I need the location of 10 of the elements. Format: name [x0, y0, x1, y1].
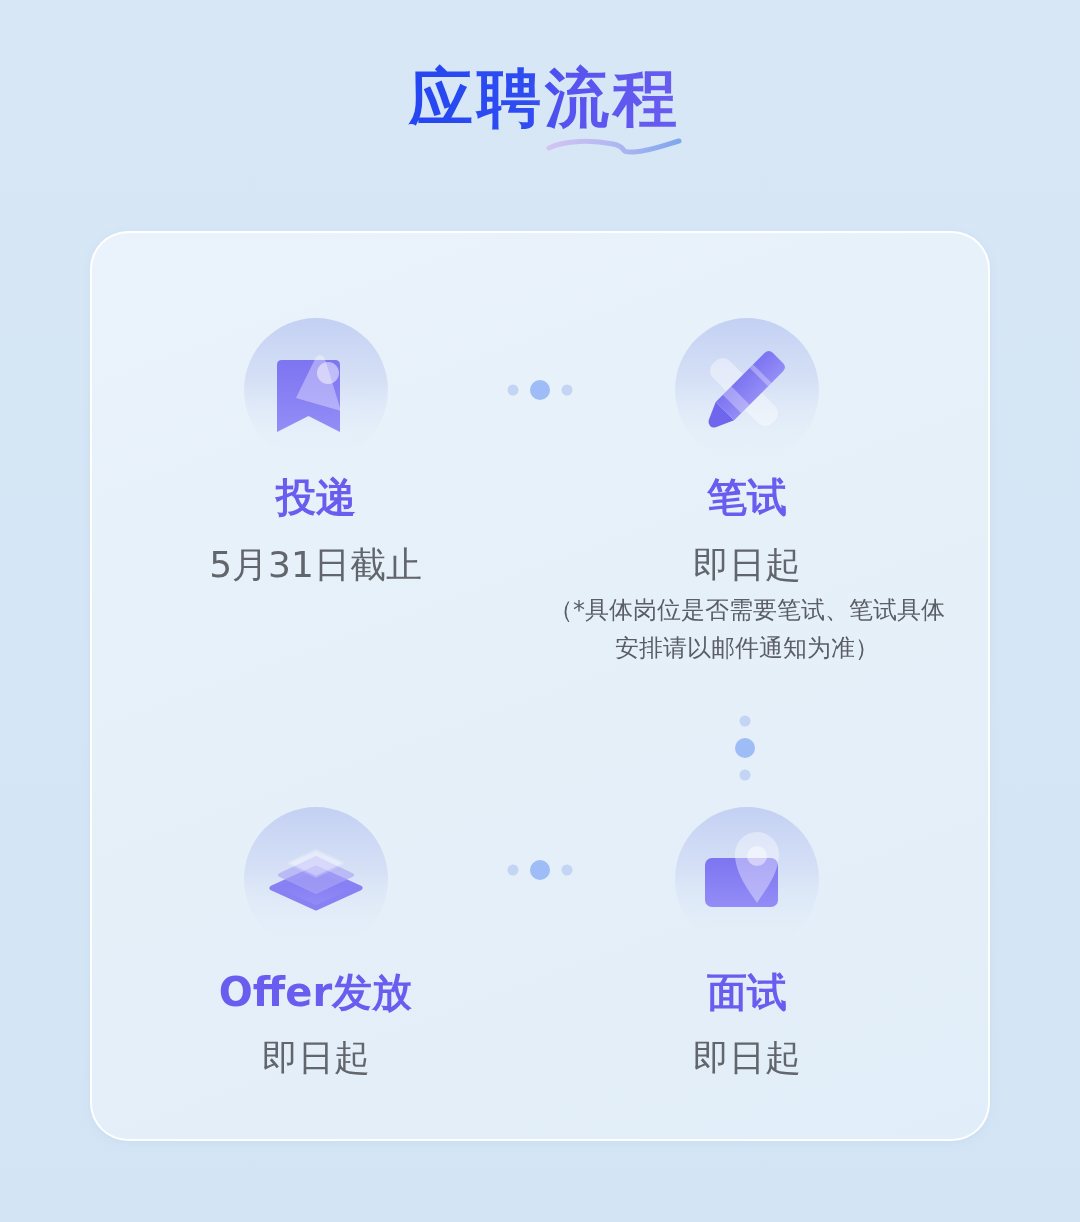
step-date: 即日起: [261, 1036, 370, 1080]
step-date: 即日起: [693, 543, 801, 587]
card-panel: [90, 231, 990, 1141]
step-note: （*具体岗位是否需要笔试、笔试具体安排请以邮件通知为准）: [548, 595, 946, 664]
step-title: 投递: [275, 473, 356, 521]
step-date: 5月31日截止: [209, 543, 422, 587]
step-date: 即日起: [693, 1036, 801, 1080]
step-title: Offer发放: [218, 968, 413, 1016]
step-title: 笔试: [707, 473, 787, 521]
step-title: 面试: [707, 968, 787, 1016]
